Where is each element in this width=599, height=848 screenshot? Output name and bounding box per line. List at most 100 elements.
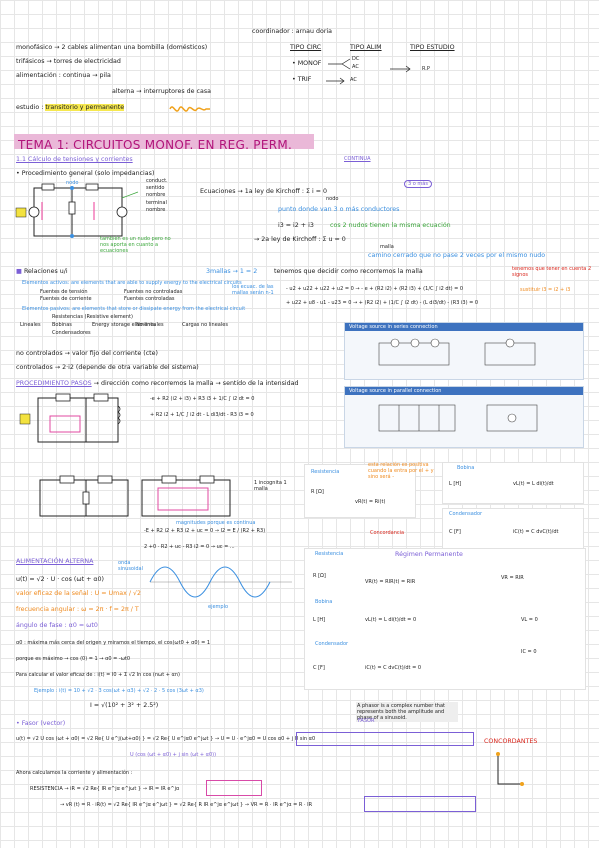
max-note: α0 : máxima más cerca del origen y miram…	[16, 640, 211, 646]
note-tambien: también es un nudo pero no nos aporta en…	[100, 236, 171, 254]
onda-note: onda sinusoidal	[118, 560, 144, 572]
card-vl-eq: vL(t) = L di(t)/dt	[513, 481, 554, 487]
continua-tag: CONTINUA	[344, 156, 371, 162]
activos-b: Fuentes de corriente	[40, 296, 92, 302]
no-controlados: no controlados → valor fijo del corrient…	[16, 350, 158, 357]
procedure-line: • Procedimiento general (solo impedancia…	[16, 170, 155, 177]
resistencia-box	[206, 780, 262, 796]
calc-note: Para calcular el valor eficaz de : i(t) …	[16, 672, 180, 678]
fasor-eq-2: U (cos (ωt + α0) + j sin (ωt + α0))	[130, 752, 217, 758]
row-rp: R.P	[422, 66, 430, 72]
card-ic-eq: iC(t) = C dvC(t)/dt	[513, 529, 559, 535]
branch-label-1: conduct.	[146, 178, 168, 184]
malla-eq-2: + u22 + u8 - u1 - u23 = 0 → + (R2 i2) + …	[286, 300, 479, 306]
punto-note: punto donde van 3 o más conductores	[278, 206, 400, 213]
note-line-2: trifásicos → torres de electricidad	[16, 58, 121, 65]
branch-label-4: terminal	[146, 200, 167, 206]
section-heading: 1.1 Cálculo de tensiones y corrientes	[16, 156, 133, 163]
fasor-tip: A phasor is a complex number that repres…	[356, 702, 458, 722]
activos-a: Fuentes de tensión	[40, 289, 88, 295]
col-header-circ: TIPO CIRC	[290, 44, 322, 51]
controlados: controlados → 2·i2 (depende de otra vari…	[16, 364, 199, 371]
page-title-text: TEMA 1: CIRCUITOS MONOF. EN REG. PERM.	[18, 138, 293, 152]
eq-a: -E + R2 i2 + R3 i2 + uc = 0 → I2 = E / (…	[144, 528, 266, 534]
camino-note: camino cerrado que no pase 2 veces por e…	[368, 252, 546, 259]
rp-arrow	[390, 65, 411, 73]
panel-parallel-title: Voltage source in parallel connection	[345, 387, 583, 395]
card-l-label: L [H]	[449, 481, 462, 487]
malla-eq-1: - u2 + u22 + u22 + u2 = 0 → - e + (R2 i2…	[286, 286, 464, 292]
note-line-4: alterna → interruptores de casa	[112, 88, 211, 95]
regimen-condensador: Condensador	[315, 641, 349, 647]
page-title: TEMA 1: CIRCUITOS MONOF. EN REG. PERM.	[14, 134, 314, 152]
proc-pasos: PROCEDIMIENTO PASOS → dirección como rec…	[16, 380, 298, 388]
pasivos-a: Lineales	[20, 322, 41, 328]
angulo-eq: ángulo de fase : α0 = ωt0	[16, 622, 98, 629]
node-label: nodo	[66, 180, 79, 186]
ejemplo-tag: ejemplo	[208, 604, 229, 610]
branch-label-3: nombre	[146, 192, 166, 198]
concordantes: CONCORDANTES	[484, 738, 538, 745]
magnitudes-note: magnitudes porque es continua	[176, 520, 256, 526]
concordancia: Concordancia	[370, 530, 405, 536]
trif-arrow	[326, 77, 345, 85]
regimen-c-label: C [F]	[313, 665, 325, 671]
relaciones-text: Relaciones u/i	[23, 268, 68, 275]
card-c-label: C [F]	[449, 529, 461, 535]
coordinator: coordinador : arnau doria	[252, 28, 333, 35]
esta-relacion: esta relación es positiva cuando la entr…	[368, 462, 434, 480]
card-vr-eq: vR(t) = Ri(t)	[355, 499, 386, 505]
kirchhoff-1-sub: nodo	[326, 196, 339, 202]
resistencia-eq: RESISTENCIA → iR = √2 Re{ IR e^jα e^jωt …	[30, 786, 180, 792]
row-trif: • TRIF	[292, 76, 312, 83]
tener-note: tenemos que tener en cuenta 2 signos	[512, 266, 592, 278]
porque-note: porque es máximo → cos (0) = 1 → α0 = -ω…	[16, 656, 131, 662]
kirchhoff-1: Ecuaciones → 1a ley de Kirchoff : Σ i = …	[200, 188, 327, 195]
panel-parallel: Voltage source in parallel connection	[344, 386, 584, 448]
irms-eq: I = √(10² + 3² + 2.5²)	[90, 702, 159, 709]
branch-label-5: nombre	[146, 207, 166, 213]
circuit-diagram-3	[39, 475, 129, 517]
circuit-diagram-2	[19, 393, 121, 443]
panel-series-title: Voltage source in series connection	[345, 323, 583, 331]
row-ac: AC	[352, 64, 359, 70]
fasor-tag: FASOR	[358, 718, 375, 724]
card-r-label: R [Ω]	[311, 489, 324, 495]
current-sum: i3 = i2 + i3	[278, 222, 314, 229]
circuit-diagram-1	[15, 183, 139, 238]
regimen-l-label: L [H]	[313, 617, 326, 623]
regimen-vl0: VL = 0	[521, 617, 538, 623]
regimen-vr: VR(t) = RIR(t) = RIR	[365, 579, 416, 585]
concordantes-diagram	[496, 752, 524, 786]
sine-plot	[149, 566, 292, 598]
card-condensador-title: Condensador	[449, 511, 483, 517]
row-monof: • MONOF	[292, 60, 322, 67]
col-header-alim: TIPO ALIM	[350, 44, 382, 51]
freq-eq: frecuencia angular : ω = 2π · f = 2π / T	[16, 606, 139, 613]
mallas-note: 3mallas → 1 = 2	[206, 268, 258, 275]
tenemos-note: tenemos que decidir como recorremos la m…	[274, 268, 423, 275]
cos2-note: cos 2 nudos tienen la misma ecuación	[330, 222, 451, 229]
alterna-heading: ALIMENTACIÓN ALTERNA	[16, 558, 94, 565]
ut-eq: u(t) = √2 · U · cos (ωt + α0)	[16, 576, 104, 583]
regimen-resistencia: Resistencia	[315, 551, 344, 557]
col-header-estudio: TIPO ESTUDIO	[410, 44, 455, 51]
circuit-diagram-4	[141, 475, 231, 517]
fasor-heading: • Fasor (vector)	[16, 720, 66, 727]
wave-doodle	[169, 106, 210, 112]
note-line-1: monofásico → 2 cables alimentan una bomb…	[16, 44, 208, 51]
study-highlight: transitorio y permanente	[45, 104, 125, 111]
regimen-r-label: R [Ω]	[313, 573, 326, 579]
row-trif-ac: AC	[350, 77, 357, 83]
card-regimen: Resistencia Régimen Permanente R [Ω] VR(…	[304, 548, 586, 690]
card-resistencia-title: Resistencia	[311, 469, 340, 475]
tres-o-mas: 3 o más	[404, 180, 432, 188]
pasivos-b: Resistencias (Resistive element)	[52, 314, 133, 320]
study-label: estudio :	[16, 104, 46, 111]
kvl-1: -e + R2 (i2 + i3) + R3 i3 + 1/C ∫ i2 dt …	[150, 396, 255, 402]
kirchhoff-2-sub: malla	[380, 244, 394, 250]
eficaz-eq: valor eficaz de la señal : U = Umax / √2	[16, 590, 141, 597]
regimen-bobina: Bobina	[315, 599, 333, 605]
activos-line: Elementos activos: are elements that are…	[22, 280, 242, 286]
resistencia-eq-2: → vR (t) = R · iR(t) = √2 Re{ IR e^jα e^…	[60, 802, 313, 808]
